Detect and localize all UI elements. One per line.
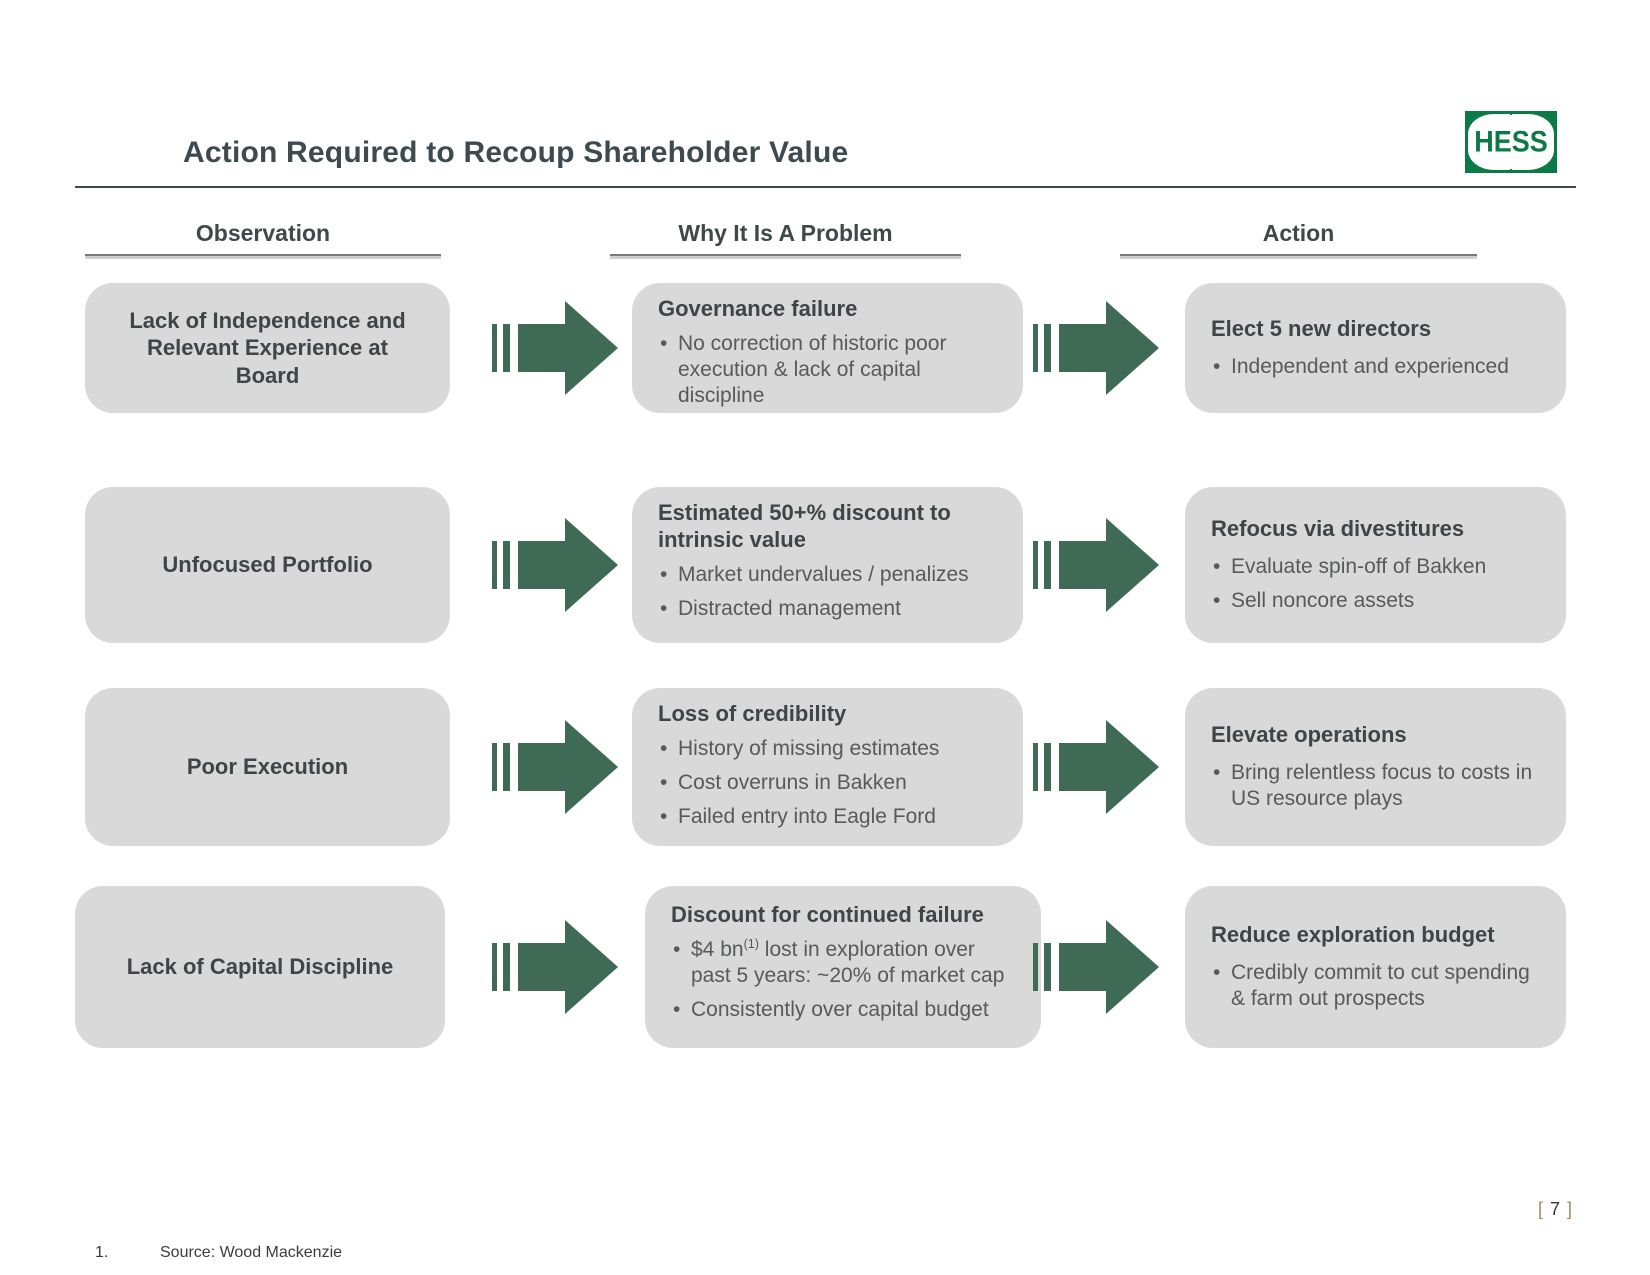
problem-box: Loss of credibility History of missing e… (632, 688, 1023, 846)
hess-logo-mark: HESS (1468, 114, 1554, 170)
bullet-item: History of missing estimates (658, 736, 999, 762)
page-bracket-open: [ (1538, 1199, 1544, 1219)
logo-tick-top (1510, 111, 1512, 115)
striped-arrow-icon (1033, 298, 1159, 398)
page-title: Action Required to Recoup Shareholder Va… (183, 136, 849, 169)
hess-logo: HESS (1465, 111, 1557, 173)
action-heading: Reduce exploration budget (1211, 921, 1495, 947)
row-portfolio: Unfocused Portfolio Estimated 50+% disco… (0, 487, 1650, 643)
row-capital-discipline: Lack of Capital Discipline Discount for … (0, 886, 1650, 1048)
action-box: Elevate operations Bring relentless focu… (1185, 688, 1566, 846)
footnote-ref: (1) (743, 936, 759, 951)
striped-arrow-icon (492, 717, 618, 817)
footnote-number: 1. (95, 1244, 109, 1261)
problem-heading: Loss of credibility (658, 701, 847, 726)
observation-label: Poor Execution (186, 754, 349, 780)
bullet-item: No correction of historic poor execution… (658, 331, 999, 409)
problem-box: Discount for continued failure $4 bn(1) … (645, 886, 1041, 1048)
striped-arrow-icon (492, 298, 618, 398)
striped-arrow-icon (492, 515, 618, 615)
problem-heading: Governance failure (658, 296, 858, 321)
footnote-text: Source: Wood Mackenzie (160, 1244, 343, 1261)
action-box: Refocus via divestitures Evaluate spin-o… (1185, 487, 1566, 643)
striped-arrow-icon (1033, 515, 1159, 615)
page-number-value: 7 (1550, 1199, 1561, 1219)
bullet-item: Credibly commit to cut spending & farm o… (1211, 960, 1542, 1012)
bullet-text-rest: lost in exploration over past 5 years: ~… (691, 937, 1005, 987)
bullet-item: Market undervalues / penalizes (658, 562, 999, 588)
observation-label: Lack of Independence and Relevant Experi… (129, 307, 406, 388)
action-box: Elect 5 new directors Independent and ex… (1185, 283, 1566, 413)
bullet-item: Distracted management (658, 596, 999, 622)
action-heading: Elevate operations (1211, 721, 1407, 747)
problem-box: Estimated 50+% discount to intrinsic val… (632, 487, 1023, 643)
striped-arrow-icon (1033, 917, 1159, 1017)
striped-arrow-icon (1033, 717, 1159, 817)
problem-heading: Estimated 50+% discount to intrinsic val… (658, 500, 951, 552)
bullet-item: Consistently over capital budget (671, 997, 1017, 1023)
observation-box: Lack of Independence and Relevant Experi… (85, 283, 450, 413)
row-governance: Lack of Independence and Relevant Experi… (0, 283, 1650, 413)
bullet-item: Independent and experienced (1211, 354, 1542, 380)
observation-label: Lack of Capital Discipline (126, 954, 394, 980)
bullet-text-prefix: $4 bn (691, 937, 744, 961)
observation-box: Unfocused Portfolio (85, 487, 450, 643)
bullet-item: Cost overruns in Bakken (658, 770, 999, 796)
page-number: [7] (1538, 1199, 1572, 1220)
bullet-item: Bring relentless focus to costs in US re… (1211, 760, 1542, 812)
bullet-item: Failed entry into Eagle Ford (658, 804, 999, 830)
column-header-action: Action (1120, 220, 1477, 256)
observation-box: Poor Execution (85, 688, 450, 846)
row-execution: Poor Execution Loss of credibility Histo… (0, 688, 1650, 846)
column-header-observation: Observation (85, 220, 441, 256)
column-header-problem: Why It Is A Problem (610, 220, 961, 256)
hess-logo-text: HESS (1474, 125, 1548, 158)
title-divider (75, 186, 1576, 188)
action-box: Reduce exploration budget Credibly commi… (1185, 886, 1566, 1048)
striped-arrow-icon (492, 917, 618, 1017)
action-heading: Elect 5 new directors (1211, 315, 1432, 341)
observation-label: Unfocused Portfolio (162, 552, 373, 578)
page-bracket-close: ] (1567, 1199, 1573, 1219)
problem-heading: Discount for continued failure (671, 902, 984, 927)
observation-box: Lack of Capital Discipline (75, 886, 445, 1048)
problem-box: Governance failure No correction of hist… (632, 283, 1023, 413)
logo-tick-bottom (1510, 169, 1512, 173)
bullet-item: Sell noncore assets (1211, 588, 1542, 614)
bullet-item: $4 bn(1) lost in exploration over past 5… (671, 937, 1017, 989)
action-heading: Refocus via divestitures (1211, 515, 1465, 541)
bullet-item: Evaluate spin-off of Bakken (1211, 554, 1542, 580)
